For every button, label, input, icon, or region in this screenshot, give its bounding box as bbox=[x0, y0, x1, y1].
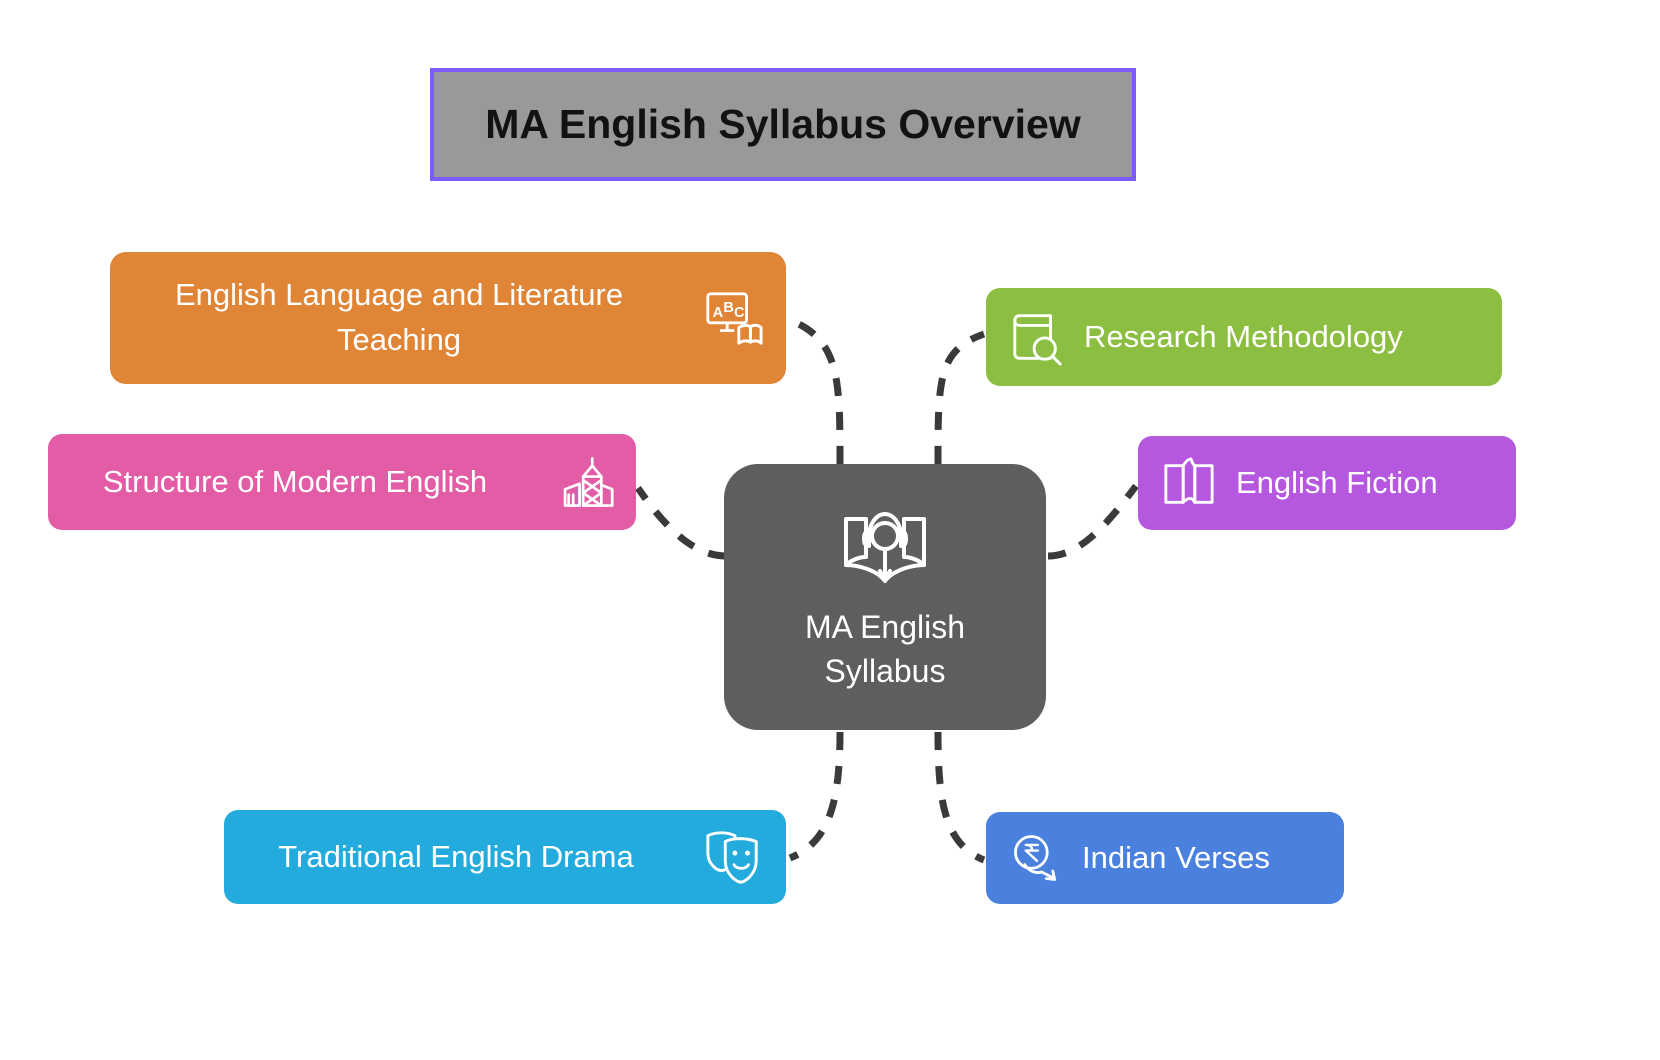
connector-english-language-and-literature-teaching bbox=[788, 316, 844, 465]
svg-text:B: B bbox=[723, 300, 733, 316]
branch-node-traditional-english-drama[interactable]: Traditional English Drama bbox=[224, 810, 786, 904]
connector-traditional-english-drama bbox=[788, 731, 844, 862]
theatre-masks-icon bbox=[702, 828, 764, 886]
branch-label: Indian Verses bbox=[1082, 839, 1270, 875]
branch-node-research-methodology[interactable]: Research Methodology bbox=[986, 288, 1502, 386]
page-title-text: MA English Syllabus Overview bbox=[485, 101, 1081, 147]
audiobook-icon bbox=[836, 501, 934, 598]
abc-board-icon: A B C bbox=[702, 287, 764, 349]
branch-node-english-fiction[interactable]: English Fiction bbox=[1138, 436, 1516, 530]
branch-label: English Fiction bbox=[1236, 464, 1438, 500]
building-icon bbox=[556, 453, 614, 511]
page-title: MA English Syllabus Overview bbox=[430, 68, 1136, 181]
branch-label: Traditional English Drama bbox=[278, 838, 634, 874]
branch-node-english-language-and-literature-teaching[interactable]: English Language and Literature Teaching… bbox=[110, 252, 786, 384]
connector-indian-verses bbox=[934, 731, 986, 864]
connector-structure-of-modern-english bbox=[635, 486, 727, 560]
branch-node-structure-of-modern-english[interactable]: Structure of Modern English bbox=[48, 434, 636, 530]
svg-text:C: C bbox=[734, 305, 745, 321]
branch-label: English Language and Literature Teaching bbox=[174, 277, 624, 357]
branch-label: Structure of Modern English bbox=[102, 463, 488, 499]
book-search-icon bbox=[1008, 308, 1066, 366]
rupee-coin-arrow-icon bbox=[1008, 830, 1064, 886]
connector-english-fiction bbox=[1047, 483, 1139, 560]
svg-text:A: A bbox=[713, 305, 724, 321]
open-book-icon bbox=[1160, 456, 1218, 510]
center-node[interactable]: MA English Syllabus bbox=[724, 464, 1046, 730]
branch-node-indian-verses[interactable]: Indian Verses bbox=[986, 812, 1344, 904]
branch-label: Research Methodology bbox=[1084, 318, 1403, 354]
center-node-label: MA English Syllabus bbox=[804, 609, 966, 689]
connector-research-methodology bbox=[934, 330, 986, 465]
